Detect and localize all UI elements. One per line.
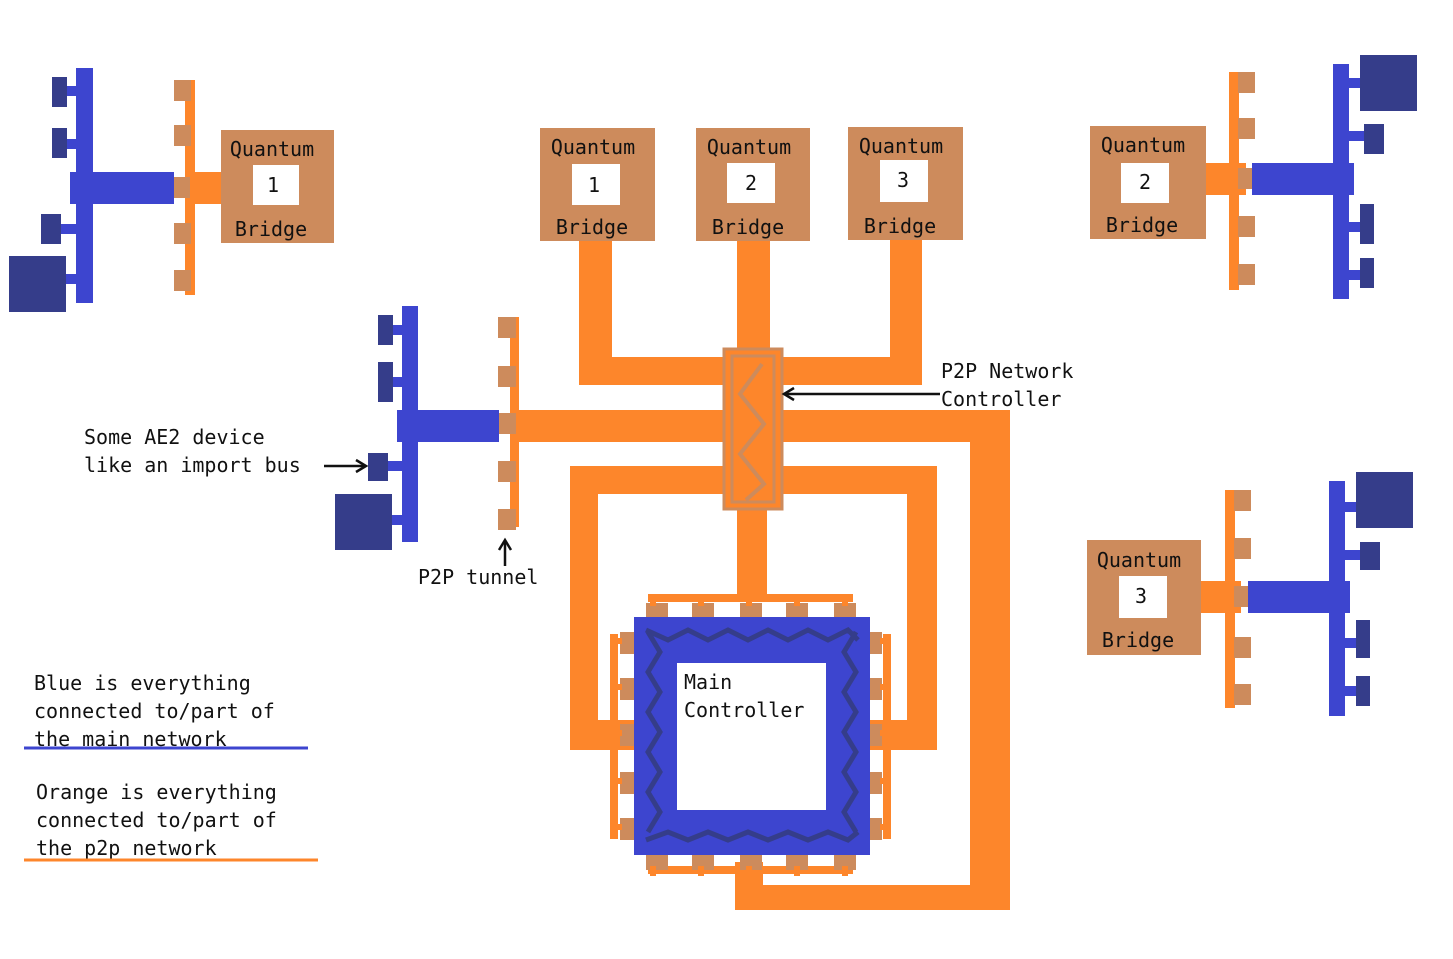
quantum-bridge-top-1: Quantum 1 Bridge xyxy=(540,128,655,241)
quantum-bridge-top-3: Quantum 3 Bridge xyxy=(848,127,963,240)
p2p-tunnel xyxy=(1201,490,1251,708)
ae2-device-annotation: Some AE2 device like an import bus xyxy=(84,425,369,477)
ae2-device-center xyxy=(335,315,393,550)
top-right-cluster: Quantum 2 Bridge xyxy=(1090,55,1417,299)
p2p-network-controller xyxy=(722,347,784,511)
bridge-label-top: Quantum xyxy=(1101,133,1185,157)
bridge-label-bottom: Bridge xyxy=(712,215,784,239)
p2p-tunnel xyxy=(1206,72,1255,290)
bridge-label-top: Quantum xyxy=(859,134,943,158)
bridge-label-top: Quantum xyxy=(1097,548,1181,572)
p2p-controller-label-line2: Controller xyxy=(941,387,1061,411)
quantum-bridge-top-2: Quantum 2 Bridge xyxy=(696,128,810,241)
bridge-label-top: Quantum xyxy=(551,135,635,159)
p2p-network-cables xyxy=(518,240,1010,910)
bridge-number: 2 xyxy=(745,171,757,195)
bridge-number: 1 xyxy=(588,173,600,197)
mid-right-cluster: Quantum 3 Bridge xyxy=(1087,472,1413,716)
main-controller-label-line1: Main xyxy=(684,670,732,694)
bridge-number: 3 xyxy=(897,168,909,192)
arrow-head-icon xyxy=(355,458,369,474)
ae2-device xyxy=(9,77,67,312)
bridge-number: 3 xyxy=(1135,584,1147,608)
top-left-cluster: Quantum 1 Bridge xyxy=(9,68,334,312)
legend: Blue is everything connected to/part of … xyxy=(24,671,318,862)
p2p-tunnel-annotation: P2P tunnel xyxy=(418,537,538,589)
main-network-bus xyxy=(58,68,174,303)
main-network-bus xyxy=(1252,64,1366,299)
main-controller: Main Controller xyxy=(610,594,891,876)
legend-orange: Orange is everything connected to/part o… xyxy=(24,780,318,862)
bridge-label-bottom: Bridge xyxy=(1102,628,1174,652)
legend-orange-line3: the p2p network xyxy=(36,836,217,860)
p2p-tunnel-center xyxy=(498,317,519,530)
arrow-head-icon xyxy=(497,537,513,551)
legend-orange-line2: connected to/part of xyxy=(36,808,277,832)
main-network-bus xyxy=(1248,481,1362,716)
bridge-number: 2 xyxy=(1139,170,1151,194)
p2p-controller-annotation: P2P Network Controller xyxy=(781,359,1073,411)
quantum-bridge-right-3: Quantum 3 Bridge xyxy=(1087,540,1201,655)
main-network-bus-center xyxy=(385,306,499,542)
p2p-tunnel xyxy=(174,80,222,295)
legend-blue-line1: Blue is everything xyxy=(34,671,251,695)
p2p-controller-label-line1: P2P Network xyxy=(941,359,1073,383)
ae2-device-label-line2: like an import bus xyxy=(84,453,301,477)
legend-blue-line2: connected to/part of xyxy=(34,699,275,723)
main-controller-label-line2: Controller xyxy=(684,698,804,722)
quantum-bridge-top-left: Quantum 1 Bridge xyxy=(221,130,334,243)
arrow-head-icon xyxy=(781,386,795,402)
bridge-label-bottom: Bridge xyxy=(1106,213,1178,237)
bridge-label-bottom: Bridge xyxy=(556,215,628,239)
bridge-label-top: Quantum xyxy=(707,135,791,159)
legend-blue: Blue is everything connected to/part of … xyxy=(24,671,308,751)
bridge-label-bottom: Bridge xyxy=(864,214,936,238)
bridge-label-top: Quantum xyxy=(230,137,314,161)
ae2-device-label-line1: Some AE2 device xyxy=(84,425,265,449)
legend-orange-line1: Orange is everything xyxy=(36,780,277,804)
quantum-bridge-right-2: Quantum 2 Bridge xyxy=(1090,126,1206,239)
ae2-device xyxy=(1360,55,1417,288)
bridge-number: 1 xyxy=(267,173,279,197)
ae2-device xyxy=(1356,472,1413,706)
bridge-label-bottom: Bridge xyxy=(235,217,307,241)
p2p-tunnel-label: P2P tunnel xyxy=(418,565,538,589)
